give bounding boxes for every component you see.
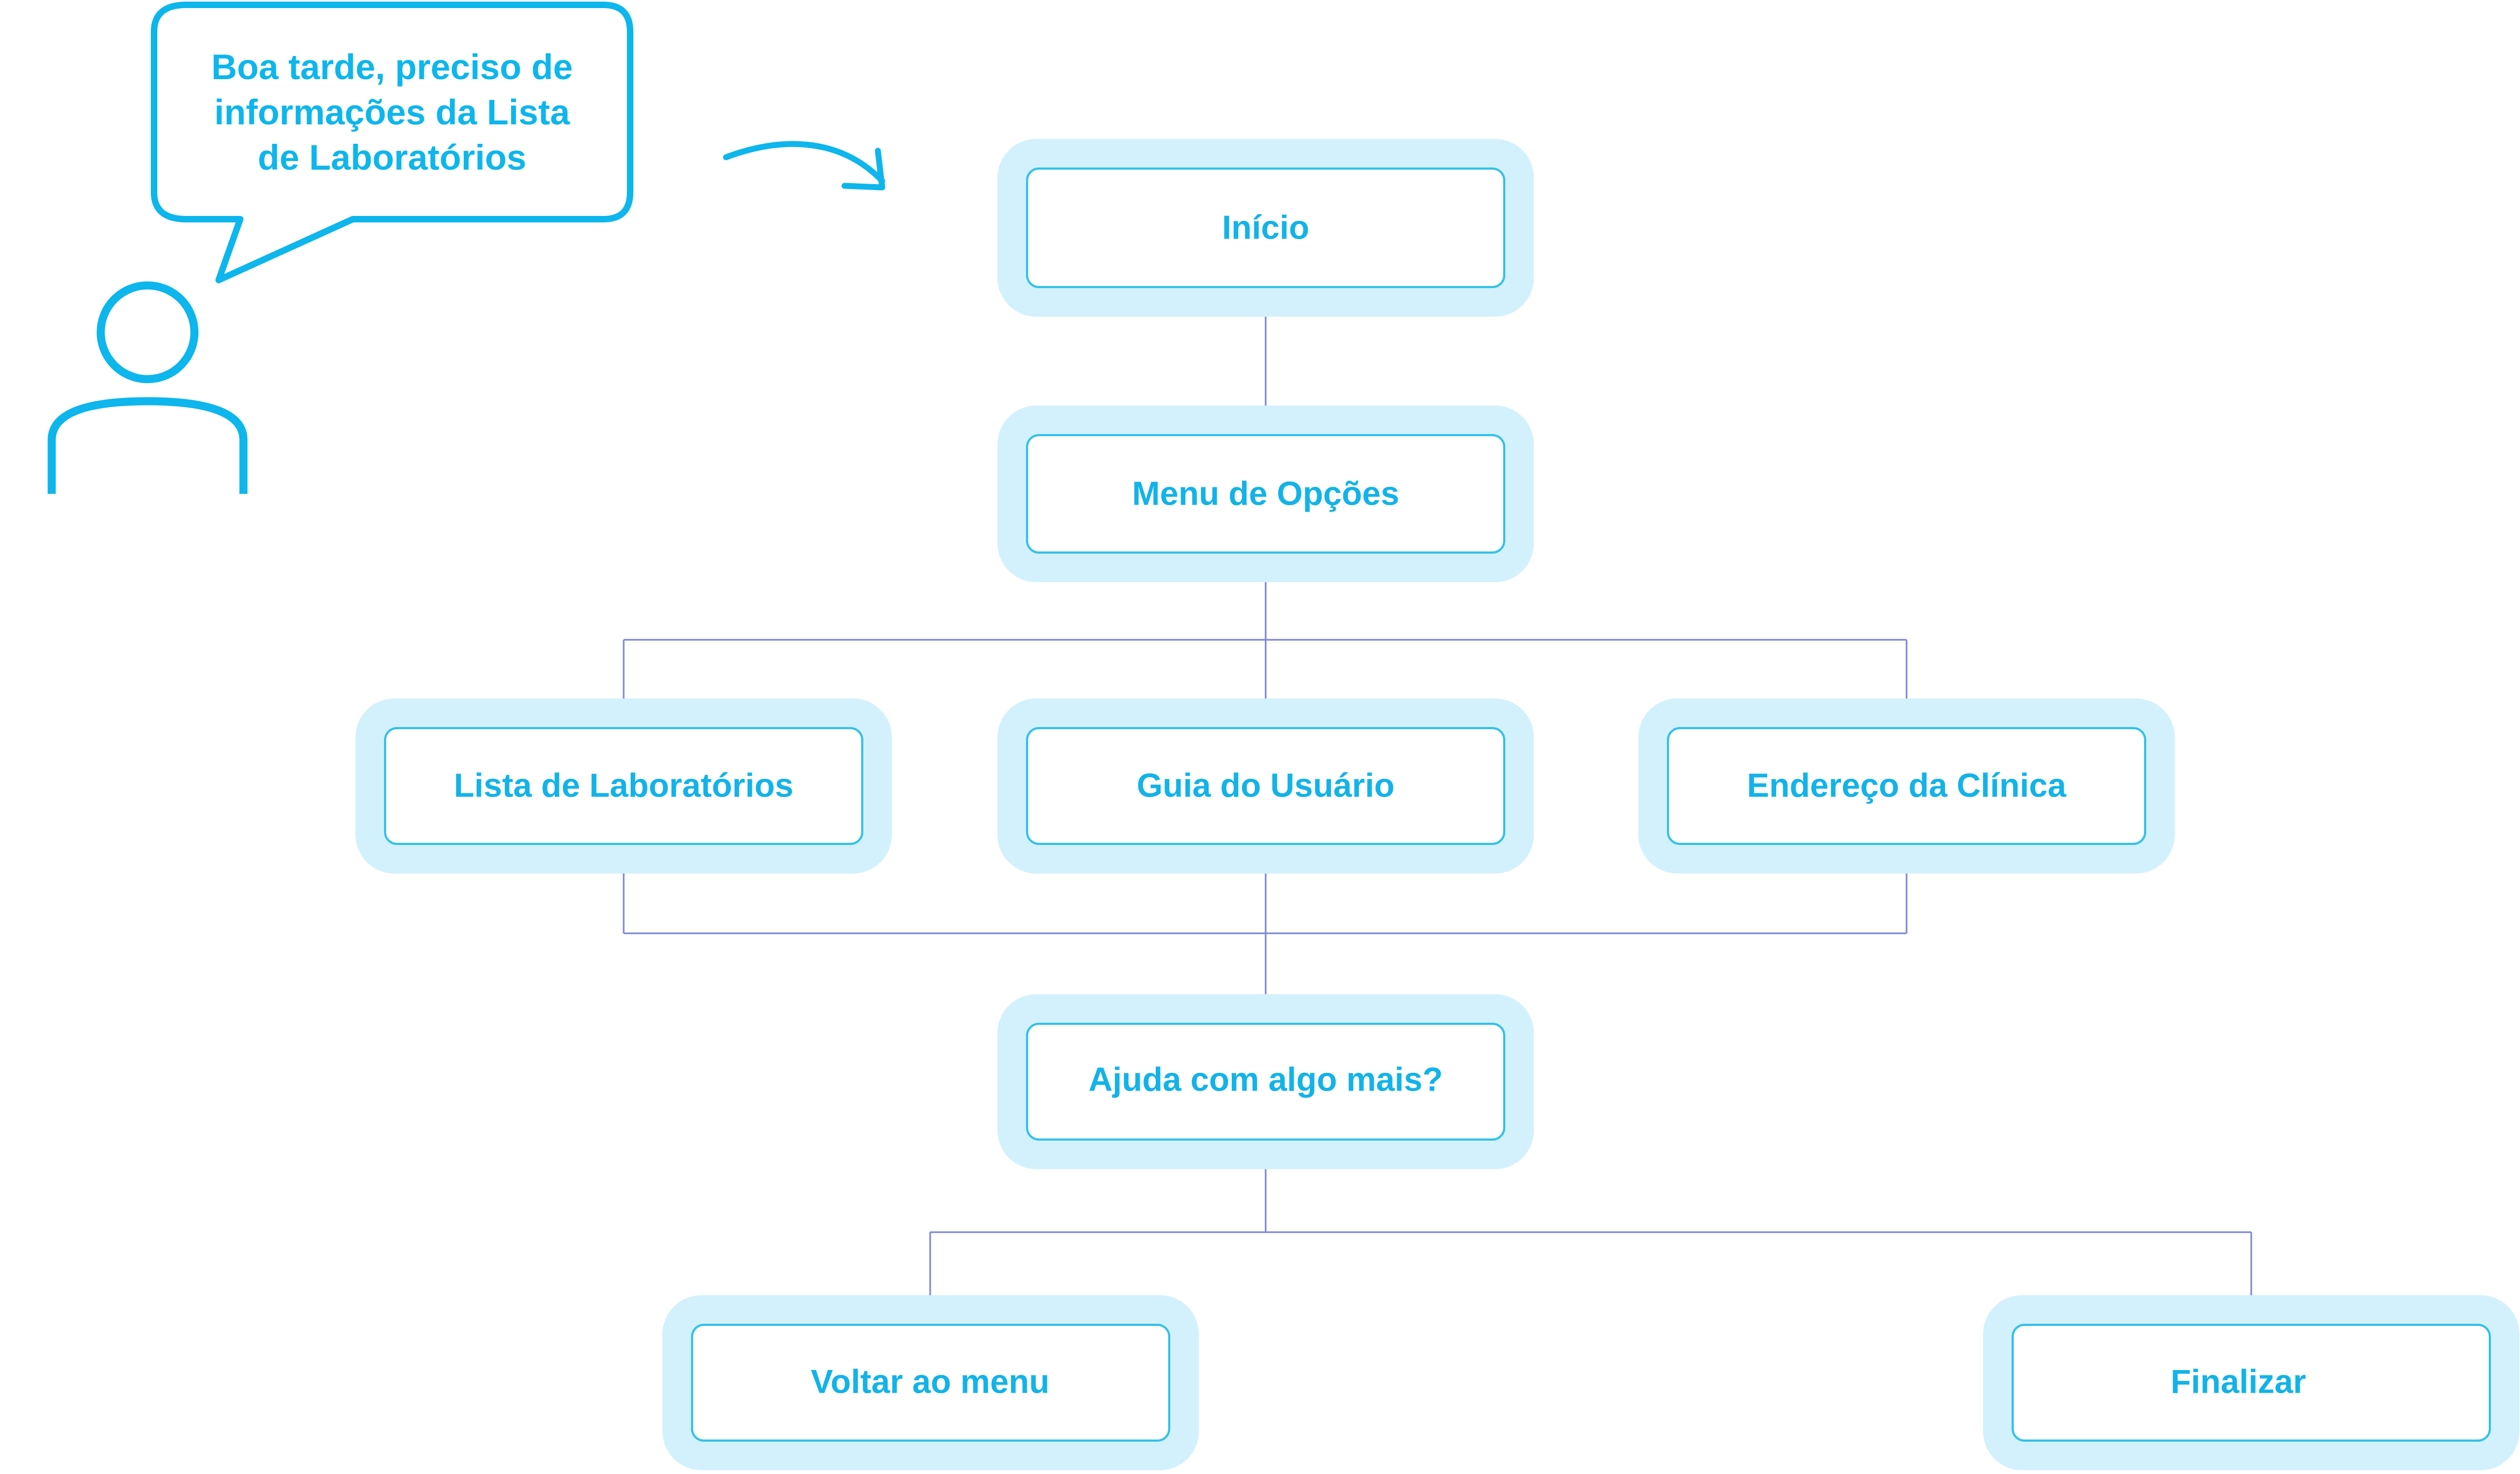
speech-bubble-line-2: informações da Lista xyxy=(214,92,570,132)
speech-bubble: Boa tarde, preciso de informações da Lis… xyxy=(151,2,633,283)
speech-bubble-line-1: Boa tarde, preciso de xyxy=(211,47,573,87)
curved-arrow-icon xyxy=(723,141,885,191)
node-voltar-ao-menu[interactable]: Voltar ao menu xyxy=(662,1295,1199,1470)
connector-options-ajuda xyxy=(623,874,1908,994)
node-inicio[interactable]: Início xyxy=(997,139,1534,317)
node-menu-de-opcoes[interactable]: Menu de Opções xyxy=(997,406,1534,582)
node-menu-label: Menu de Opções xyxy=(1132,476,1399,513)
connectors xyxy=(623,317,2252,1295)
user-icon xyxy=(47,281,248,494)
node-guia-label: Guia do Usuário xyxy=(1137,767,1395,805)
node-guia-do-usuario[interactable]: Guia do Usuário xyxy=(997,698,1534,874)
node-finalizar[interactable]: Finalizar xyxy=(1983,1295,2519,1470)
node-lista-label: Lista de Laboratórios xyxy=(454,767,793,805)
node-endereco-label: Endereço da Clínica xyxy=(1747,767,2067,805)
connector-menu-options xyxy=(623,582,1908,698)
node-endereco-da-clinica[interactable]: Endereço da Clínica xyxy=(1638,698,2175,874)
speech-bubble-line-3: de Laboratórios xyxy=(258,137,527,177)
node-lista-de-laboratorios[interactable]: Lista de Laboratórios xyxy=(355,698,892,874)
speech-bubble-shape xyxy=(151,2,633,283)
node-finalizar-label: Finalizar xyxy=(2170,1364,2306,1401)
node-voltar-label: Voltar ao menu xyxy=(811,1364,1049,1401)
node-ajuda-com-algo-mais[interactable]: Ajuda com algo mais? xyxy=(997,994,1534,1169)
connector-ajuda-end xyxy=(929,1169,2252,1295)
node-ajuda-label: Ajuda com algo mais? xyxy=(1088,1061,1443,1099)
node-inicio-label: Início xyxy=(1222,209,1309,247)
